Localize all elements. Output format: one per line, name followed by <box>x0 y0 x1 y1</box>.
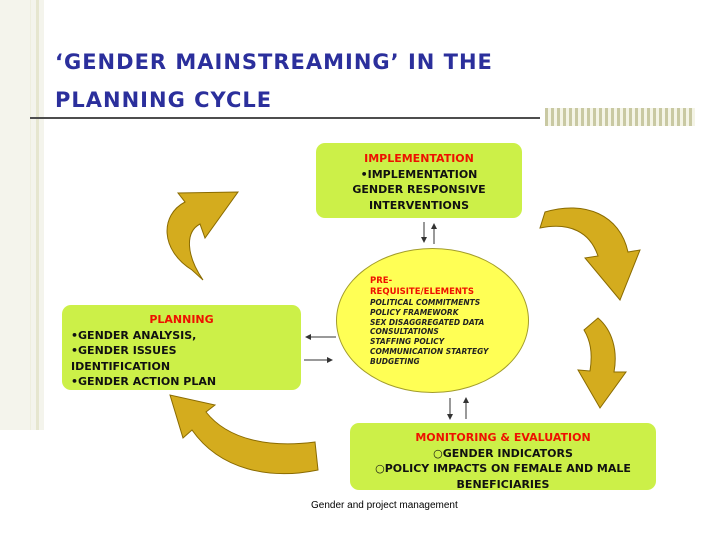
left-decor-line <box>30 0 31 430</box>
prerequisites-circle <box>336 248 529 393</box>
slide-title: ‘GENDER MAINSTREAMING’ IN THE PLANNING C… <box>55 50 493 112</box>
implementation-heading: IMPLEMENTATION <box>364 152 474 165</box>
curved-arrow-impl-to-mon <box>539 207 641 301</box>
prerequisites-heading: REQUISITE/ELEMENTS <box>370 287 474 297</box>
prerequisite-item: CONSULTATIONS <box>370 327 439 337</box>
monitoring-heading: MONITORING & EVALUATION <box>415 431 591 444</box>
implementation-item: INTERVENTIONS <box>368 198 470 212</box>
prerequisite-item: POLITICAL COMMITMENTS <box>370 298 481 307</box>
implementation-item: •IMPLEMENTATION <box>360 167 478 181</box>
title-underline <box>30 117 540 119</box>
planning-item: •GENDER ANALYSIS, <box>71 328 197 342</box>
slide-footer: Gender and project management <box>311 500 458 511</box>
decor-stripes <box>545 108 695 126</box>
prerequisite-item: POLICY FRAMEWORK <box>370 307 459 317</box>
monitoring-item: ○GENDER INDICATORS <box>433 446 573 460</box>
prerequisite-item: COMMUNICATION STARTEGY <box>370 346 489 356</box>
down-arrow-right <box>577 317 627 409</box>
monitoring-item: BENEFICIARIES <box>456 477 550 491</box>
implementation-item: GENDER RESPONSIVE <box>352 183 486 196</box>
left-decor-rule <box>36 0 39 430</box>
planning-item: •GENDER ISSUES <box>71 344 177 357</box>
prerequisite-item: BUDGETING <box>370 356 420 366</box>
prerequisites-list: PRE- REQUISITE/ELEMENTS POLITICAL COMMIT… <box>370 276 520 367</box>
monitoring-item: ○POLICY IMPACTS ON FEMALE AND MALE <box>375 462 631 475</box>
curved-arrow-mon-to-plan <box>169 394 319 475</box>
monitoring-box: MONITORING & EVALUATION ○GENDER INDICATO… <box>350 423 656 491</box>
prerequisite-item: STAFFING POLICY <box>370 337 445 347</box>
prerequisite-item: SEX DISAGGREGATED DATA <box>370 317 485 327</box>
left-decor-bar <box>0 0 44 430</box>
implementation-box: IMPLEMENTATION •IMPLEMENTATION GENDER RE… <box>316 143 522 218</box>
planning-box: PLANNING •GENDER ANALYSIS, •GENDER ISSUE… <box>62 305 301 390</box>
curved-arrow-plan-to-impl <box>166 191 239 281</box>
prerequisites-heading: PRE- <box>370 276 393 286</box>
planning-item: IDENTIFICATION <box>71 359 171 373</box>
planning-heading: PLANNING <box>149 313 214 326</box>
planning-item: •GENDER ACTION PLAN <box>71 375 217 388</box>
